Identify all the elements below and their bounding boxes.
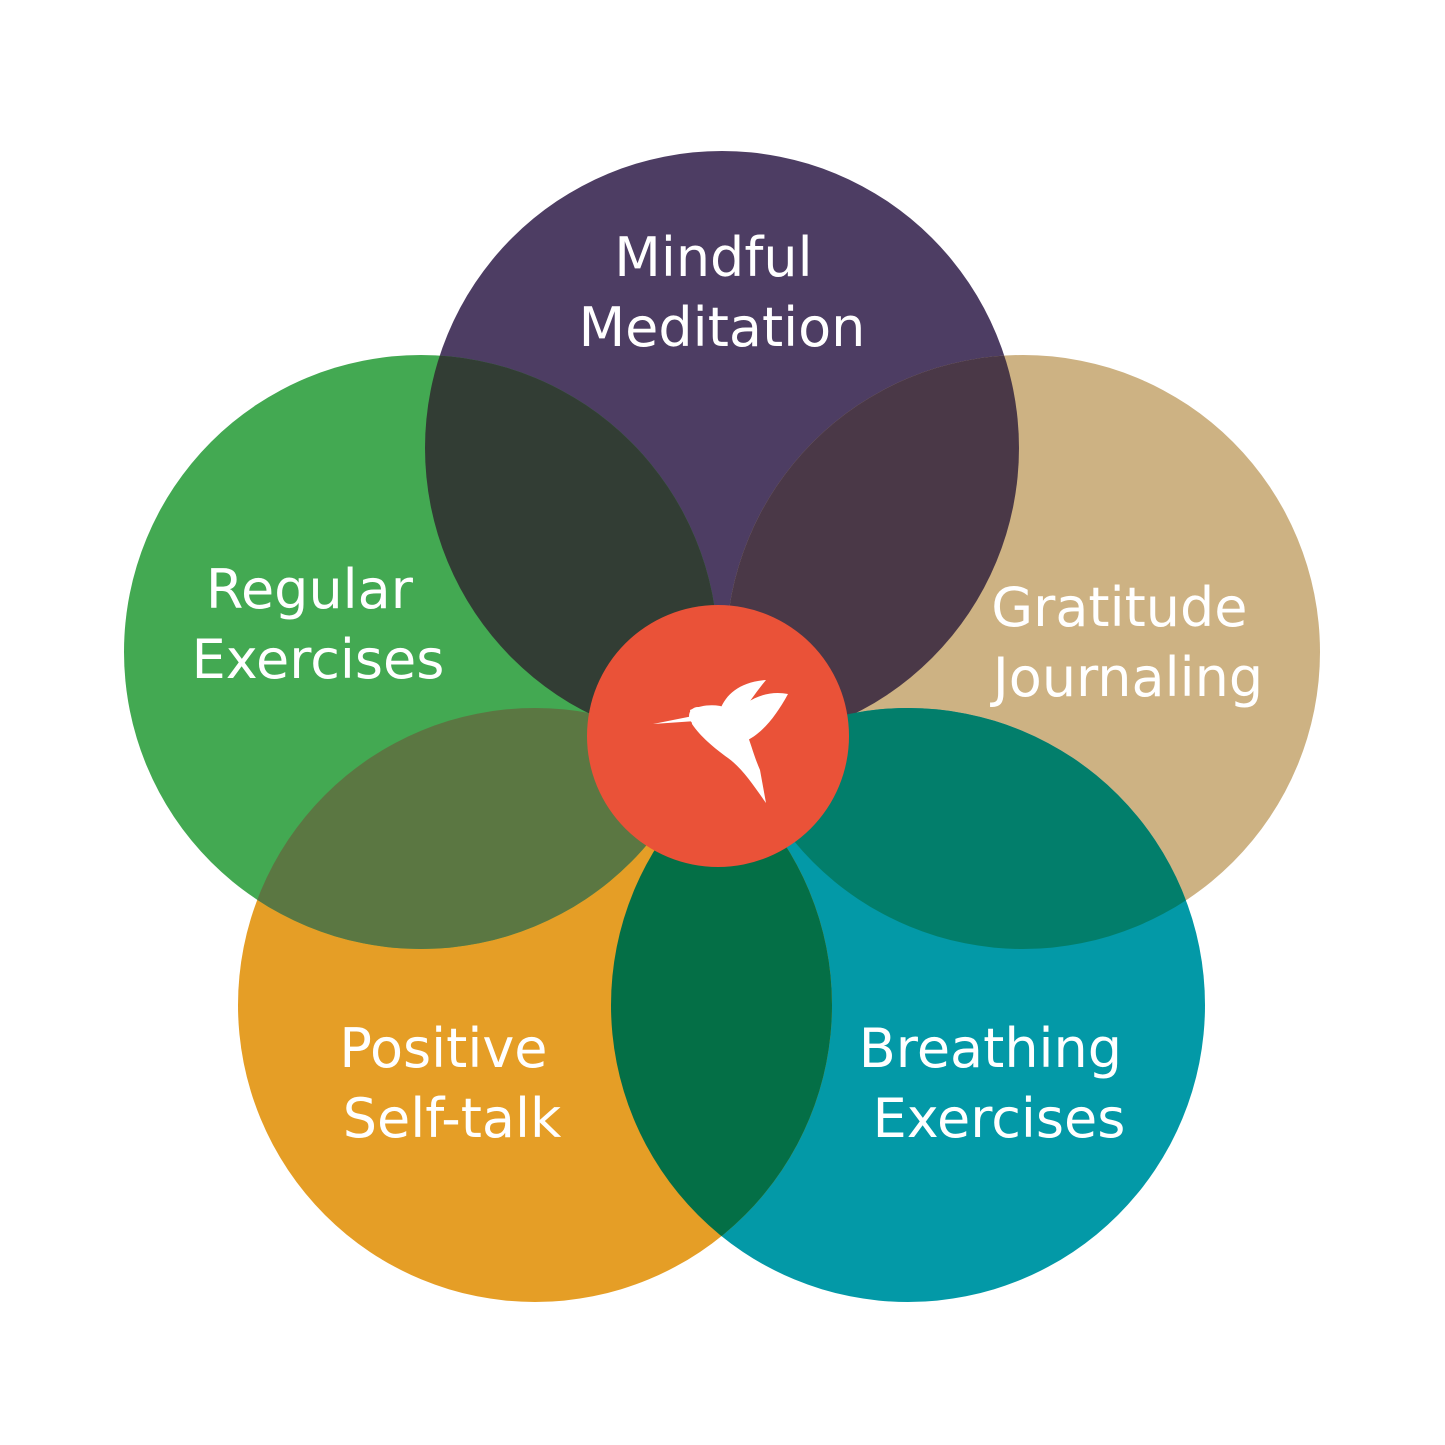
label-regular-exercises-line2: Exercises (192, 628, 445, 691)
label-mindful-meditation-line1: Mindful (614, 226, 812, 289)
label-positive-self-talk: Positive Self-talk (339, 1017, 564, 1150)
label-mindful-meditation: Mindful Meditation (579, 226, 866, 359)
label-positive-self-talk-line1: Positive (339, 1017, 547, 1080)
hummingbird-icon (653, 680, 788, 803)
overlap-mindful-gratitude (726, 355, 1019, 745)
label-regular-exercises: Regular Exercises (192, 558, 445, 691)
label-gratitude-journaling-line1: Gratitude (991, 576, 1247, 639)
label-breathing-exercises: Breathing Exercises (859, 1017, 1139, 1150)
label-positive-self-talk-line2: Self-talk (343, 1087, 562, 1150)
label-mindful-meditation-line2: Meditation (579, 296, 866, 359)
label-breathing-exercises-line1: Breathing (859, 1017, 1122, 1080)
label-gratitude-journaling-line2: Journaling (990, 646, 1263, 709)
label-regular-exercises-line1: Regular (206, 558, 414, 621)
label-gratitude-journaling: Gratitude Journaling (990, 576, 1265, 709)
overlap-mindful-regular (425, 355, 718, 745)
label-breathing-exercises-line2: Exercises (873, 1087, 1126, 1150)
